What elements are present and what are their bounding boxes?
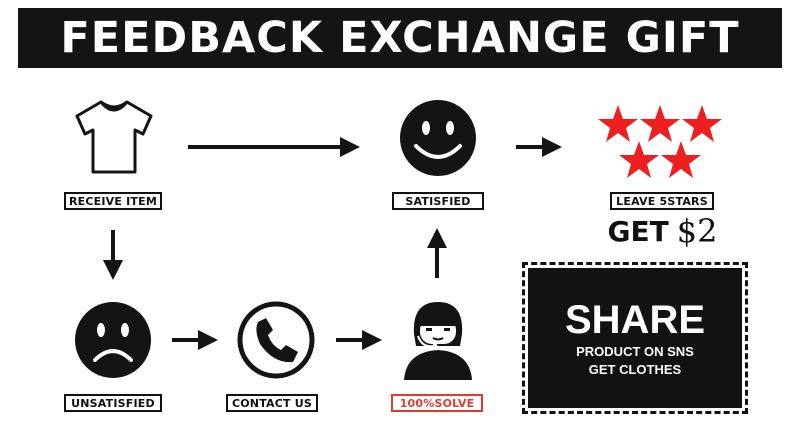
label-leave-5stars: LEAVE 5STARS bbox=[610, 192, 714, 210]
share-line-1: PRODUCT ON SNS bbox=[576, 344, 694, 359]
reward-amount: $2 bbox=[676, 212, 718, 250]
smiley-icon bbox=[400, 100, 476, 176]
label-100-solve: 100%SOLVE bbox=[391, 394, 483, 412]
label-satisfied: SATISFIED bbox=[392, 192, 484, 210]
phone-icon bbox=[237, 301, 315, 379]
star-icon bbox=[619, 141, 659, 178]
reward-text: GET $2 bbox=[600, 212, 725, 250]
share-title: SHARE bbox=[564, 298, 706, 342]
star-icon bbox=[640, 105, 680, 142]
banner-bar: FEEDBACK EXCHANGE GIFT bbox=[18, 8, 782, 68]
support-agent-icon bbox=[404, 302, 472, 380]
t-shirt-icon bbox=[75, 100, 153, 174]
label-receive-item: RECEIVE ITEM bbox=[64, 192, 162, 210]
share-line-2: GET CLOTHES bbox=[588, 362, 682, 377]
stars-icon bbox=[598, 105, 722, 178]
star-icon bbox=[682, 105, 722, 142]
reward-get: GET bbox=[607, 214, 669, 248]
banner: FEEDBACK EXCHANGE GIFT bbox=[0, 0, 800, 76]
star-icon bbox=[598, 105, 638, 142]
star-icon bbox=[661, 141, 701, 178]
share-box: SHARE PRODUCT ON SNS GET CLOTHES bbox=[522, 262, 748, 414]
banner-title: FEEDBACK EXCHANGE GIFT bbox=[60, 13, 740, 63]
label-unsatisfied: UNSATISFIED bbox=[64, 394, 162, 412]
sad-face-icon bbox=[75, 302, 151, 378]
label-contact-us: CONTACT US bbox=[226, 394, 318, 412]
